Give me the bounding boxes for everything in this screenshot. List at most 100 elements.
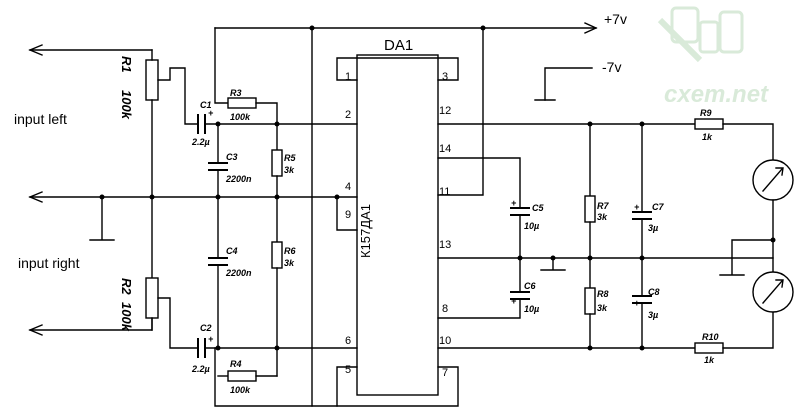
- arrow-icon: [584, 22, 598, 34]
- c6-value: 10µ: [524, 304, 539, 314]
- pin-5-label: 5: [345, 364, 351, 376]
- r3-ref: R3: [230, 88, 242, 98]
- wire-r4-loop: [214, 347, 313, 407]
- resistor-r5: [271, 149, 283, 177]
- r8-ref: R8: [597, 289, 609, 299]
- c7-value: 3µ: [648, 223, 658, 233]
- pin-12-label: 12: [439, 105, 451, 117]
- pin-13-label: 13: [439, 239, 451, 251]
- r9-value: 1k: [702, 132, 713, 142]
- pin-8-label: 8: [442, 303, 448, 315]
- c1-polarity: +: [208, 108, 214, 118]
- arrow-icon: [28, 324, 43, 336]
- r7-ref: R7: [597, 201, 609, 211]
- c7-polarity: +: [634, 202, 640, 212]
- ground-icon: [719, 239, 774, 276]
- junction: [550, 255, 556, 261]
- resistor-r9: [694, 118, 724, 130]
- junction: [480, 25, 486, 31]
- c8-ref: C8: [648, 287, 660, 297]
- resistor-r3: [227, 97, 257, 109]
- r4-value: 100k: [230, 385, 251, 395]
- logo-icon: [657, 6, 744, 63]
- r2-ref: R2: [119, 278, 134, 295]
- watermark: cxem.net: [664, 81, 769, 108]
- r5-value: 3k: [284, 165, 295, 175]
- r1-value: 100k: [119, 90, 134, 120]
- c5-value: 10µ: [524, 221, 539, 231]
- input-left-label: input left: [14, 111, 67, 127]
- pin-6-label: 6: [345, 335, 351, 347]
- resistor-r10: [694, 342, 724, 354]
- junction: [770, 237, 776, 243]
- wire-pin5-pin7: [336, 366, 459, 407]
- c2-ref: C2: [200, 323, 212, 333]
- c2-value: 2.2µ: [191, 364, 210, 374]
- junction: [274, 121, 280, 127]
- c4-value: 2200n: [225, 268, 252, 278]
- c1-ref: C1: [200, 100, 212, 110]
- wire-pin1-pin3: [336, 57, 459, 81]
- capacitor-c5: [510, 207, 530, 216]
- wire-r2-wiper: [157, 297, 199, 349]
- rail-negative-wire: [544, 67, 593, 101]
- rail-negative-label: -7v: [602, 59, 621, 75]
- c3-ref: C3: [226, 152, 238, 162]
- pin-2-label: 2: [345, 109, 351, 121]
- junction: [274, 345, 280, 351]
- pin-3-label: 3: [442, 71, 448, 83]
- capacitor-c2: [197, 338, 206, 358]
- c6-ref: C6: [524, 281, 536, 291]
- wire-input-right-bottom: [29, 317, 153, 331]
- capacitor-c7: [632, 211, 652, 220]
- junction: [334, 194, 340, 200]
- resistor-r7: [584, 195, 596, 223]
- wire-r9-meter: [722, 123, 774, 161]
- c3-value: 2200n: [225, 174, 252, 184]
- pin-11-label: 11: [439, 186, 450, 198]
- meter-icon: [752, 159, 794, 201]
- ic-body: [356, 54, 439, 396]
- junction: [99, 194, 105, 200]
- r8-value: 3k: [597, 303, 608, 313]
- input-right-label: input right: [18, 255, 80, 271]
- ic-part-number: К157ДА1: [358, 204, 373, 258]
- ic-designator: DA1: [384, 37, 413, 54]
- c1-value: 2.2µ: [191, 137, 210, 147]
- resistor-r4: [227, 370, 257, 382]
- r7-value: 3k: [597, 212, 608, 222]
- r2-value: 100k: [119, 302, 134, 332]
- junction: [149, 194, 155, 200]
- junction: [309, 25, 315, 31]
- c8-value: 3µ: [648, 310, 658, 320]
- wire-r10-meter: [722, 311, 774, 349]
- pin-1-label: 1: [345, 71, 351, 83]
- c5-ref: C5: [532, 203, 544, 213]
- c8-polarity: +: [634, 298, 640, 308]
- r6-value: 3k: [284, 258, 295, 268]
- arrow-icon: [28, 44, 43, 56]
- capacitor-c1: [197, 114, 206, 134]
- junction: [215, 121, 221, 127]
- r10-value: 1k: [704, 355, 715, 365]
- rail-positive-label: +7v: [604, 11, 627, 27]
- c6-polarity: +: [511, 296, 517, 306]
- wire-r1-wiper: [157, 67, 199, 125]
- r5-ref: R5: [284, 153, 296, 163]
- resistor-r6: [271, 241, 283, 269]
- pin-10-label: 10: [439, 335, 451, 347]
- r9-ref: R9: [700, 108, 712, 118]
- junction: [587, 121, 593, 127]
- r4-ref: R4: [230, 359, 242, 369]
- wire-pin11-positive: [437, 27, 484, 196]
- capacitor-c3: [208, 162, 228, 171]
- resistor-r2: [145, 277, 159, 319]
- pin-14-label: 14: [439, 143, 451, 155]
- wire-r3-r5: [255, 102, 278, 151]
- r3-value: 100k: [230, 112, 251, 122]
- pin-7-label: 7: [442, 367, 448, 379]
- pin-4-label: 4: [345, 181, 351, 193]
- pin-9-label: 9: [345, 209, 351, 221]
- c5-polarity: +: [511, 198, 517, 208]
